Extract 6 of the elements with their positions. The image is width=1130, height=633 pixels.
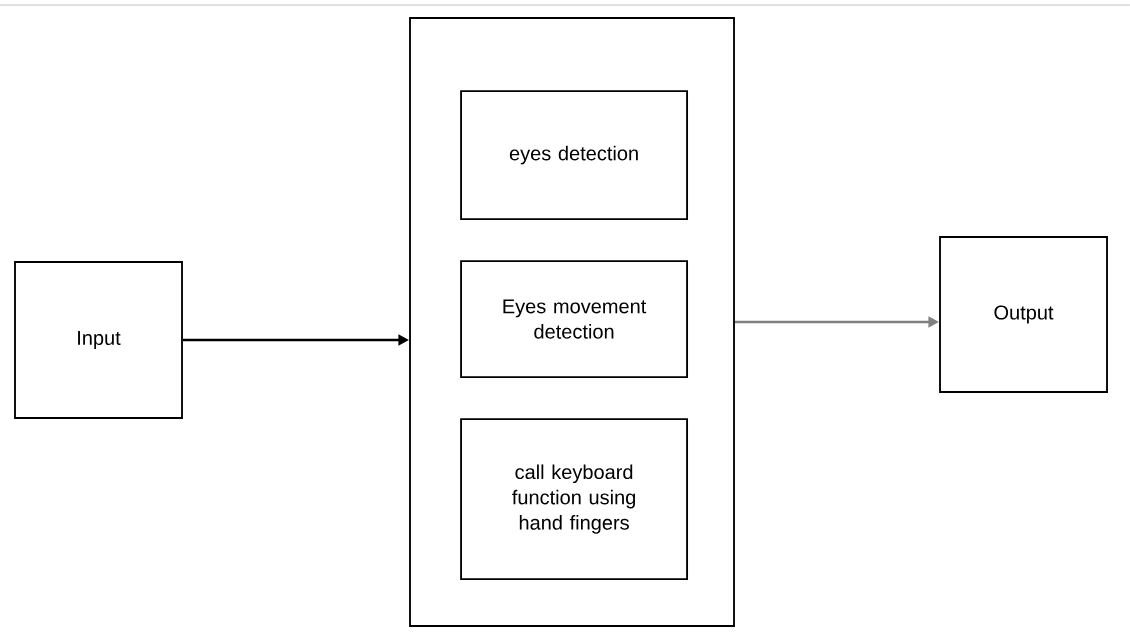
process-box: Output <box>939 236 1108 393</box>
container-box <box>409 17 735 627</box>
process-box: Eyes movement detection <box>460 260 688 378</box>
process-box: call keyboard function using hand fingers <box>460 418 688 580</box>
process-box: Input <box>14 261 183 419</box>
process-box: eyes detection <box>460 90 688 220</box>
